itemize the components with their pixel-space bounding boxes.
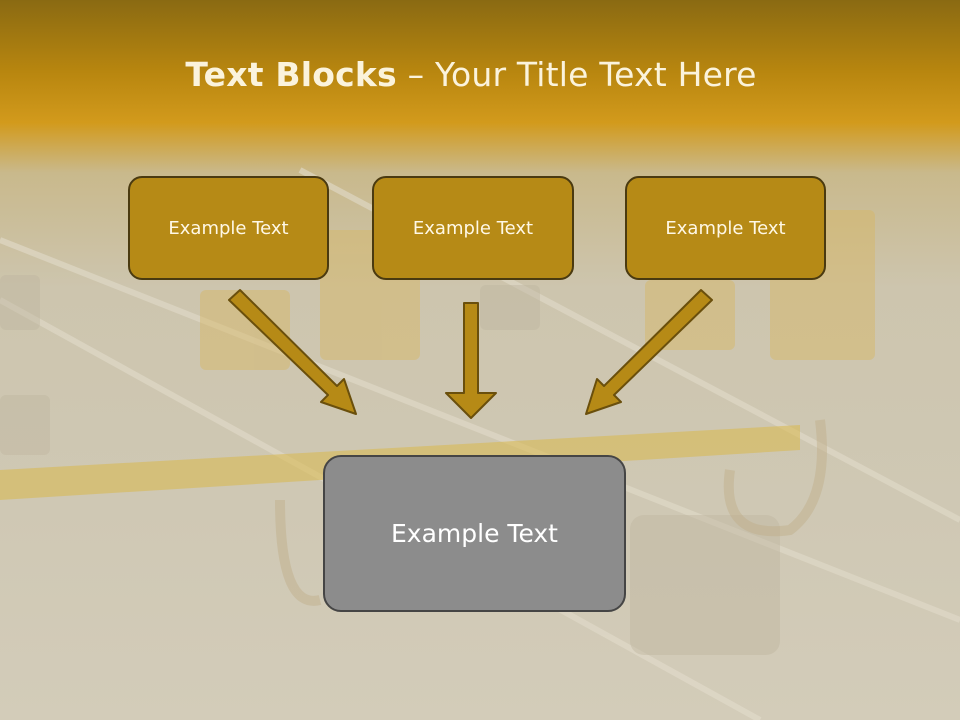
title-rest: – Your Title Text Here [396,55,757,94]
text-block-result-label: Example Text [391,519,558,548]
text-block-2[interactable]: Example Text [372,176,574,280]
slide-title: Text Blocks – Your Title Text Here [0,55,942,94]
text-block-result[interactable]: Example Text [323,455,626,612]
text-block-2-label: Example Text [412,217,534,239]
title-bold: Text Blocks [185,55,397,94]
text-block-3-label: Example Text [665,217,786,239]
text-block-1-label: Example Text [168,217,289,239]
text-block-1[interactable]: Example Text [128,176,329,280]
text-block-3[interactable]: Example Text [625,176,826,280]
